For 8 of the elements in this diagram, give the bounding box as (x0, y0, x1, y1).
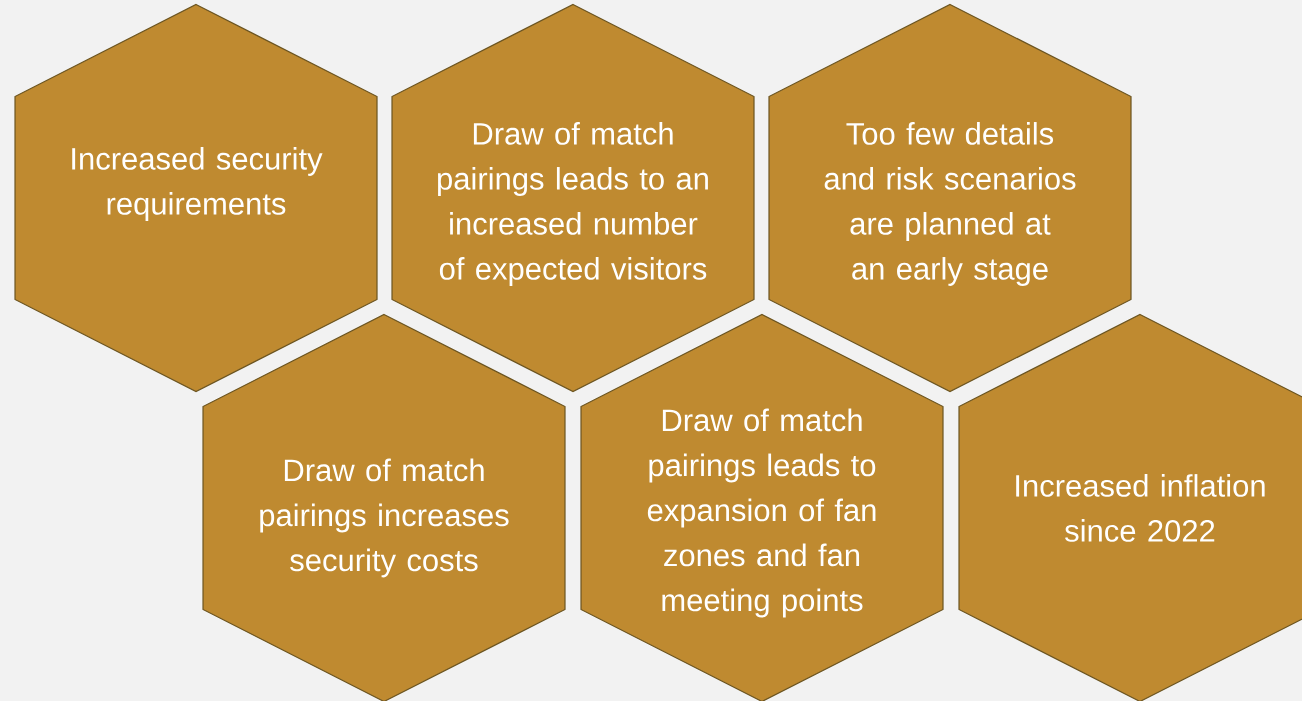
hexagon: Increased inflation since 2022 (958, 313, 1302, 701)
hexagon: Too few details and risk scenarios are planned at an early stage (768, 3, 1132, 393)
hexagon: Draw of match pairings leads to an increased number of expected visitors (391, 3, 755, 393)
hexagon: Increased security requirements (14, 3, 378, 393)
hexagon: Draw of match pairings increases security costs (202, 313, 566, 701)
node-label: Draw of match pairings leads to expansion of fan zones and fan meeting points (647, 408, 876, 618)
hexagon: Draw of match pairings leads to expansion of fan zones and fan meeting points (580, 313, 944, 701)
node-label: Draw of match pairings increases security costs (260, 458, 509, 578)
